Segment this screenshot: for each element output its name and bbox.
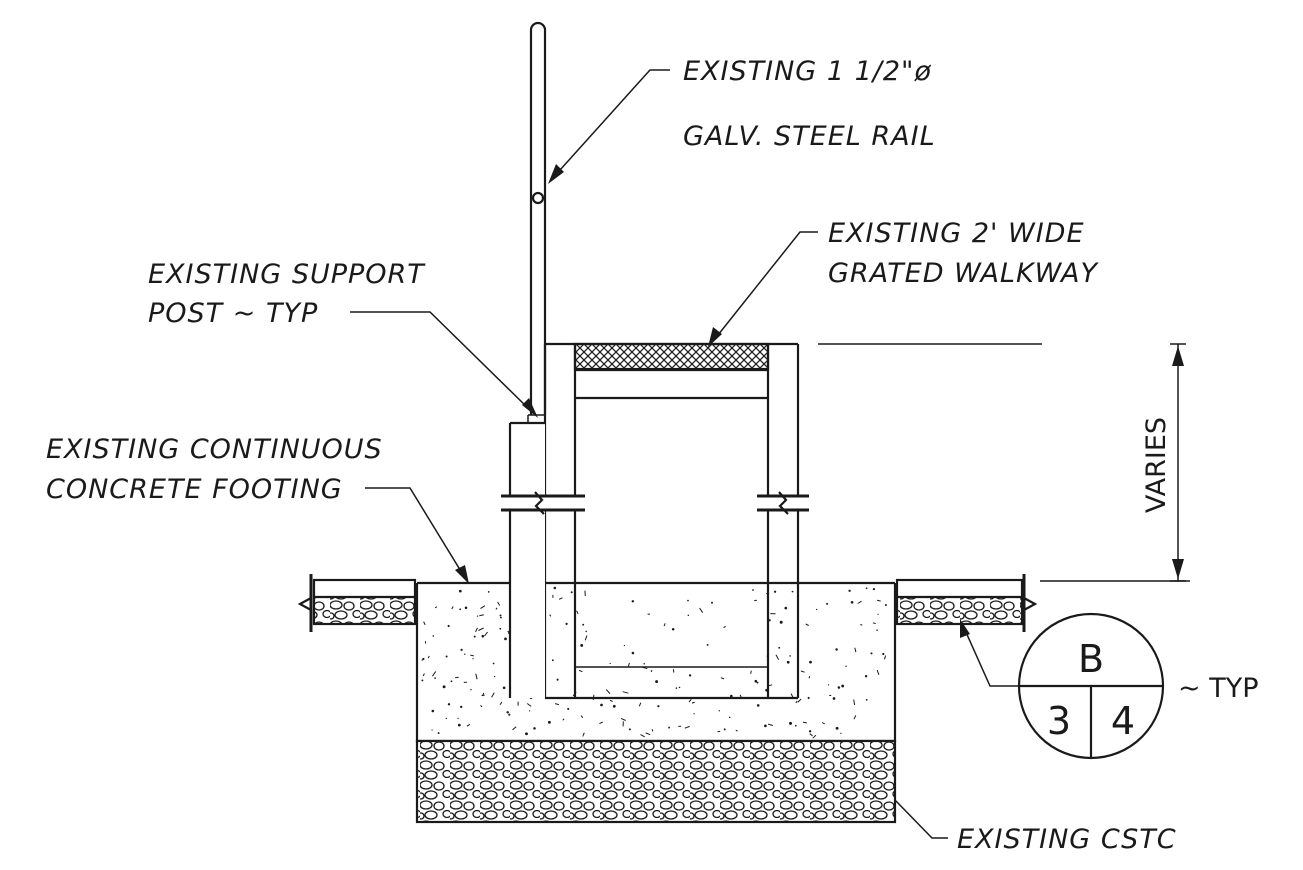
concrete-footing bbox=[415, 581, 897, 743]
dimension-label: VARIES bbox=[1141, 417, 1172, 513]
footing-label-line2: CONCRETE FOOTING bbox=[46, 474, 343, 505]
sheet-number-left: 3 bbox=[1047, 699, 1071, 743]
cstc-label: EXISTING CSTC bbox=[957, 824, 1177, 855]
walkway-label-line2: GRATED WALKWAY bbox=[828, 258, 1100, 289]
walkway-label-line1: EXISTING 2' WIDE bbox=[828, 218, 1085, 249]
break-line-left bbox=[501, 491, 585, 515]
steel-rail bbox=[529, 21, 547, 415]
detail-marker-suffix: ~ TYP bbox=[1178, 673, 1258, 704]
slab-stub-left bbox=[297, 574, 417, 632]
break-line-right bbox=[757, 491, 809, 515]
footing-label-line1: EXISTING CONTINUOUS bbox=[46, 434, 383, 465]
cstc-gravel-bed bbox=[415, 739, 897, 824]
detail-marker: B 3 4 bbox=[1017, 612, 1165, 760]
post-label-line1: EXISTING SUPPORT bbox=[148, 259, 426, 290]
rail-label-line2: GALV. STEEL RAIL bbox=[683, 121, 936, 152]
post-label-line2: POST ~ TYP bbox=[148, 298, 318, 329]
dimension-varies: VARIES bbox=[818, 343, 1190, 582]
sheet-number-right: 4 bbox=[1111, 699, 1135, 743]
slab-stub-right bbox=[895, 574, 1038, 632]
detail-number: B bbox=[1078, 637, 1104, 681]
rail-label-line1: EXISTING 1 1/2"ø bbox=[683, 56, 932, 87]
support-post bbox=[508, 414, 545, 698]
leader-lines bbox=[350, 69, 1020, 839]
grated-walkway bbox=[573, 342, 770, 371]
